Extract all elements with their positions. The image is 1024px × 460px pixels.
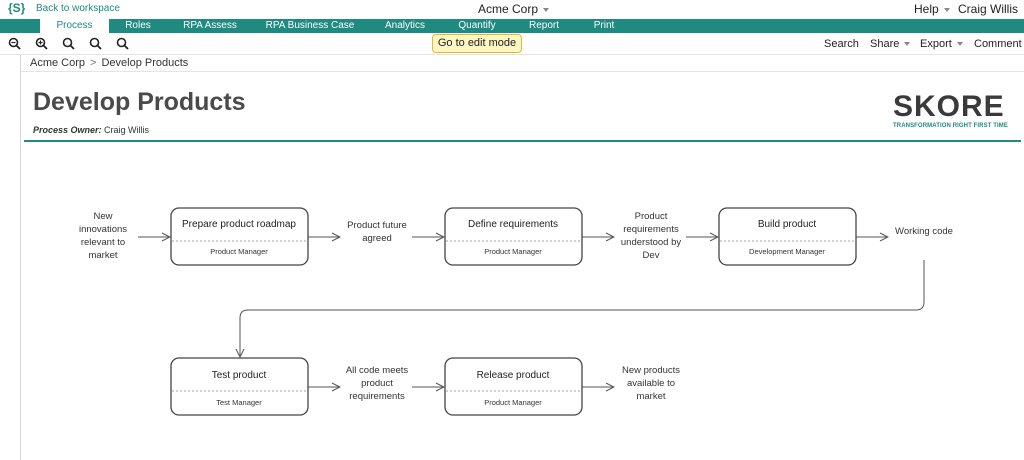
app-logo[interactable]: {S} <box>8 1 26 15</box>
help-menu[interactable]: Help <box>914 2 950 16</box>
export-menu[interactable]: Export <box>920 38 963 50</box>
process-step[interactable]: Prepare product roadmap Product Manager <box>170 207 309 266</box>
process-owner-label: Process Owner: <box>33 125 102 135</box>
input-text-line: New <box>93 211 112 222</box>
share-menu[interactable]: Share <box>870 38 911 50</box>
chevron-down-icon <box>904 42 911 47</box>
output-text-line: available to <box>627 378 675 389</box>
zoom-out-icon[interactable] <box>8 37 21 50</box>
chevron-down-icon <box>956 42 963 47</box>
output-text-line: market <box>636 391 665 402</box>
process-step[interactable]: Release product Product Manager <box>444 357 583 416</box>
step-name: Release product <box>477 370 550 381</box>
left-rail <box>20 55 21 460</box>
input-text-line: relevant to <box>81 237 125 248</box>
user-name: Craig Willis <box>958 2 1018 16</box>
breadcrumb-separator: > <box>90 57 97 69</box>
breadcrumb-root[interactable]: Acme Corp <box>30 57 86 69</box>
tab-rpa-business-case[interactable]: RPA Business Case <box>265 20 355 31</box>
process-step[interactable]: Define requirements Product Manager <box>444 207 583 266</box>
tab-process[interactable]: Process <box>40 19 109 33</box>
tab-print[interactable]: Print <box>593 20 615 31</box>
tab-quantify[interactable]: Quantify <box>458 20 496 31</box>
step-role: Product Manager <box>484 247 542 256</box>
step-box[interactable] <box>170 357 309 416</box>
step-role: Test Manager <box>216 398 262 407</box>
step-box[interactable] <box>444 207 583 266</box>
title-divider <box>24 140 1021 142</box>
process-output: Working code <box>895 226 953 237</box>
brand-tagline: TRANSFORMATION RIGHT FIRST TIME <box>893 123 1008 129</box>
top-bar: {S} Back to workspace Acme Corp Help Cra… <box>0 0 1024 26</box>
comment-button[interactable]: Comment <box>974 38 1022 50</box>
output-text-line: New products <box>622 365 680 376</box>
output-text-line: understood by <box>621 237 681 248</box>
step-box[interactable] <box>718 207 857 266</box>
step-box[interactable] <box>444 357 583 416</box>
step-name: Prepare product roadmap <box>182 219 296 230</box>
process-owner-name: Craig Willis <box>104 125 150 135</box>
share-label: Share <box>870 38 900 50</box>
help-label: Help <box>914 2 939 16</box>
breadcrumb: Acme Corp > Develop Products <box>30 57 188 69</box>
output-text-line: requirements <box>623 224 679 235</box>
export-label: Export <box>920 38 952 50</box>
output-text-line: Product future <box>347 220 407 231</box>
step-role: Product Manager <box>210 247 268 256</box>
toolbar: Go to edit mode Search Share Export Comm… <box>0 33 1024 55</box>
breadcrumb-current: Develop Products <box>101 57 189 69</box>
output-text-line: Dev <box>643 250 660 261</box>
tab-roles[interactable]: Roles <box>125 20 151 31</box>
process-input: New innovations relevant to market <box>79 211 127 261</box>
step-name: Define requirements <box>468 219 558 230</box>
org-name: Acme Corp <box>478 2 539 16</box>
tab-report[interactable]: Report <box>528 20 559 31</box>
input-text-line: innovations <box>79 224 127 235</box>
zoom-100-icon[interactable] <box>116 37 129 50</box>
zoom-in-icon[interactable] <box>35 37 48 50</box>
skore-logo: SKORE <box>893 90 1005 123</box>
process-step[interactable]: Build product Development Manager <box>718 207 857 266</box>
tab-analytics[interactable]: Analytics <box>384 20 425 31</box>
process-owner: Process Owner: Craig Willis <box>33 125 149 135</box>
process-output: New products available to market <box>622 365 680 402</box>
main-nav: Process Roles RPA Assess RPA Business Ca… <box>0 19 1024 33</box>
edit-mode-button[interactable]: Go to edit mode <box>432 34 522 53</box>
step-name: Test product <box>212 370 267 381</box>
output-text-line: requirements <box>349 391 405 402</box>
input-text-line: market <box>88 250 117 261</box>
output-text-line: agreed <box>362 233 392 244</box>
output-text-line: Working code <box>895 226 953 237</box>
step-name: Build product <box>758 219 817 230</box>
connector-arrow <box>240 260 925 357</box>
process-output: Product future agreed <box>347 220 407 244</box>
back-to-workspace-link[interactable]: Back to workspace <box>36 3 120 14</box>
step-role: Development Manager <box>749 247 825 256</box>
page-title: Develop Products <box>33 88 246 116</box>
brand-logo-text: SKORE <box>893 90 1005 123</box>
process-output: Product requirements understood by Dev <box>621 211 681 261</box>
zoom-reset-icon[interactable] <box>89 37 102 50</box>
search-button[interactable]: Search <box>824 38 859 50</box>
org-switcher[interactable]: Acme Corp <box>478 2 550 16</box>
chevron-down-icon <box>943 7 950 12</box>
output-text-line: All code meets <box>346 365 409 376</box>
step-box[interactable] <box>170 207 309 266</box>
output-text-line: product <box>361 378 393 389</box>
zoom-fit-icon[interactable] <box>62 37 75 50</box>
step-role: Product Manager <box>484 398 542 407</box>
tab-rpa-assess[interactable]: RPA Assess <box>183 20 237 31</box>
process-output: All code meets product requirements <box>346 365 409 402</box>
output-text-line: Product <box>635 211 668 222</box>
process-step[interactable]: Test product Test Manager <box>170 357 309 416</box>
breadcrumb-divider <box>21 71 1024 72</box>
chevron-down-icon <box>543 7 550 12</box>
